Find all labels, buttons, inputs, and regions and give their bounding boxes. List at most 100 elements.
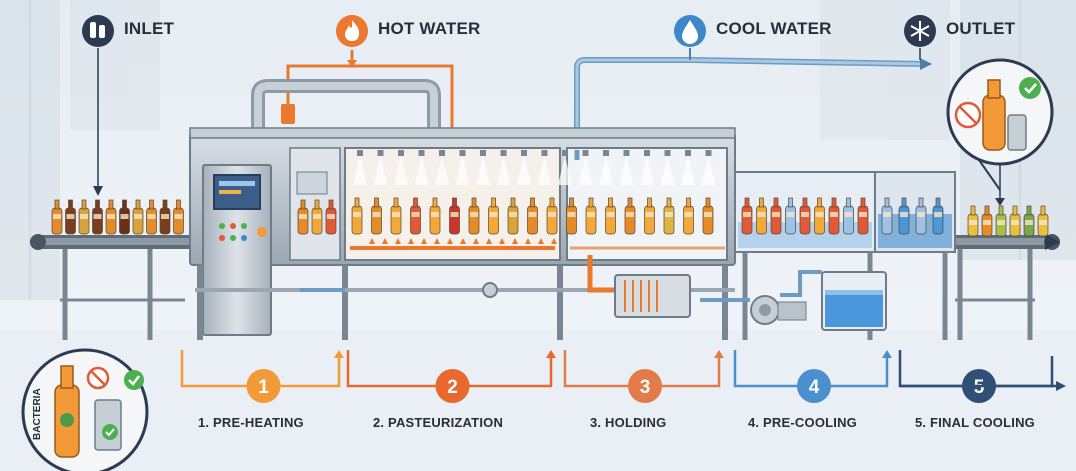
stage-1-label: 1. PRE-HEATING bbox=[198, 415, 304, 430]
cooling-bottle bbox=[898, 197, 910, 235]
stage-4-label: 4. PRE-COOLING bbox=[748, 415, 857, 430]
outlet-bottle bbox=[967, 205, 979, 237]
stage-number-badge bbox=[246, 369, 281, 403]
pump bbox=[700, 270, 822, 325]
spray-jet bbox=[681, 156, 695, 185]
heat-arrow bbox=[395, 238, 401, 244]
heat-arrow bbox=[473, 238, 479, 244]
spray-nozzle bbox=[398, 150, 404, 156]
tunnel-bottle bbox=[325, 199, 337, 235]
spray-jet bbox=[537, 156, 552, 185]
tunnel-bottle bbox=[297, 199, 309, 235]
cooling-bottle bbox=[814, 197, 825, 235]
outlet-bottle bbox=[995, 205, 1007, 237]
stage-arrow bbox=[714, 350, 724, 358]
stage-number-badge bbox=[628, 369, 662, 403]
spray-jet bbox=[476, 156, 490, 185]
spray-nozzle bbox=[439, 150, 445, 156]
bacteria-label: BACTERIA bbox=[32, 388, 43, 440]
cooling-bottle bbox=[770, 197, 782, 235]
spray-jet bbox=[373, 156, 388, 185]
stage-number-badge bbox=[797, 369, 831, 403]
inlet-bottle bbox=[105, 199, 117, 235]
cooling-bottle bbox=[881, 197, 893, 235]
spray-jet bbox=[619, 156, 634, 185]
spray-nozzle bbox=[705, 150, 712, 156]
tunnel-bottle bbox=[624, 197, 636, 235]
spray-nozzle bbox=[500, 150, 507, 156]
hot-water-label: HOT WATER bbox=[378, 19, 481, 38]
cool-water-label: COOL WATER bbox=[716, 19, 832, 38]
conveyor-legs bbox=[60, 249, 1035, 340]
cooling-bottle bbox=[756, 197, 767, 235]
heat-arrow bbox=[369, 238, 375, 244]
spray-jet bbox=[578, 156, 593, 185]
outlet-bottle bbox=[981, 205, 993, 237]
stage-number: 4 bbox=[809, 377, 820, 398]
spray-nozzle bbox=[685, 150, 691, 156]
inlet-bottle bbox=[173, 199, 184, 235]
cooling-bottle bbox=[932, 197, 944, 235]
spray-nozzle bbox=[664, 150, 671, 156]
tunnel-bottle bbox=[311, 199, 323, 235]
tunnel-bottle bbox=[527, 197, 538, 235]
stage-2-label: 2. PASTEURIZATION bbox=[373, 415, 504, 430]
spray-nozzle bbox=[357, 150, 363, 156]
tunnel-bottles bbox=[297, 197, 714, 235]
outlet-bottles bbox=[967, 205, 1049, 237]
hot-water-arrow bbox=[347, 60, 357, 68]
flame-badge bbox=[336, 15, 368, 47]
stage-3: 3 bbox=[563, 350, 724, 403]
stage-4: 4 bbox=[733, 350, 892, 403]
spray-jet bbox=[599, 156, 613, 185]
snowflake-badge bbox=[904, 15, 936, 47]
heat-arrow bbox=[538, 238, 544, 244]
inlet-bottle bbox=[51, 199, 63, 235]
water-drop-badge bbox=[674, 15, 706, 47]
heat-arrow bbox=[382, 238, 388, 244]
spray-nozzle bbox=[582, 150, 589, 156]
heat-exchanger bbox=[614, 274, 691, 318]
cooling-water-tank bbox=[821, 271, 887, 331]
spray-jet bbox=[558, 156, 572, 185]
outlet-bottle bbox=[1023, 205, 1035, 237]
cooling-bottles bbox=[741, 197, 944, 235]
bacteria-inset: BACTERIA bbox=[21, 348, 149, 471]
spray-nozzle bbox=[480, 150, 486, 156]
spray-nozzle bbox=[562, 150, 568, 156]
outlet-label: OUTLET bbox=[946, 19, 1016, 38]
tunnel-bottle bbox=[488, 197, 499, 235]
spray-jet bbox=[353, 156, 367, 185]
spray-nozzle bbox=[603, 150, 609, 156]
floor bbox=[0, 330, 1076, 471]
tunnel-bottle bbox=[371, 197, 382, 235]
tunnel-bottle bbox=[351, 197, 363, 235]
outlet-inset bbox=[946, 58, 1054, 191]
inlet-bottle bbox=[159, 199, 171, 235]
stage-number-badge bbox=[435, 369, 470, 403]
tunnel-bottle bbox=[605, 197, 616, 235]
inlet-bottle bbox=[132, 199, 144, 235]
heat-arrow bbox=[460, 238, 466, 244]
spray-nozzle bbox=[459, 150, 466, 156]
steam-pipe bbox=[251, 79, 441, 135]
inlet-bottle bbox=[92, 199, 103, 235]
inlet-badge bbox=[82, 15, 114, 47]
stage-number: 1 bbox=[258, 377, 269, 398]
heat-arrow bbox=[421, 238, 427, 244]
tunnel-bottle bbox=[683, 197, 694, 235]
heat-arrow bbox=[551, 238, 557, 244]
heat-arrow bbox=[486, 238, 492, 244]
tunnel-bottle bbox=[663, 197, 675, 235]
spray-nozzle bbox=[418, 150, 425, 156]
spray-jet bbox=[496, 156, 511, 185]
heat-arrow bbox=[447, 238, 453, 244]
heat-arrow bbox=[525, 238, 531, 244]
spray-jet bbox=[660, 156, 675, 185]
tunnel-bottle bbox=[449, 197, 460, 235]
heat-arrow bbox=[512, 238, 518, 244]
cooling-bottle bbox=[741, 197, 753, 235]
